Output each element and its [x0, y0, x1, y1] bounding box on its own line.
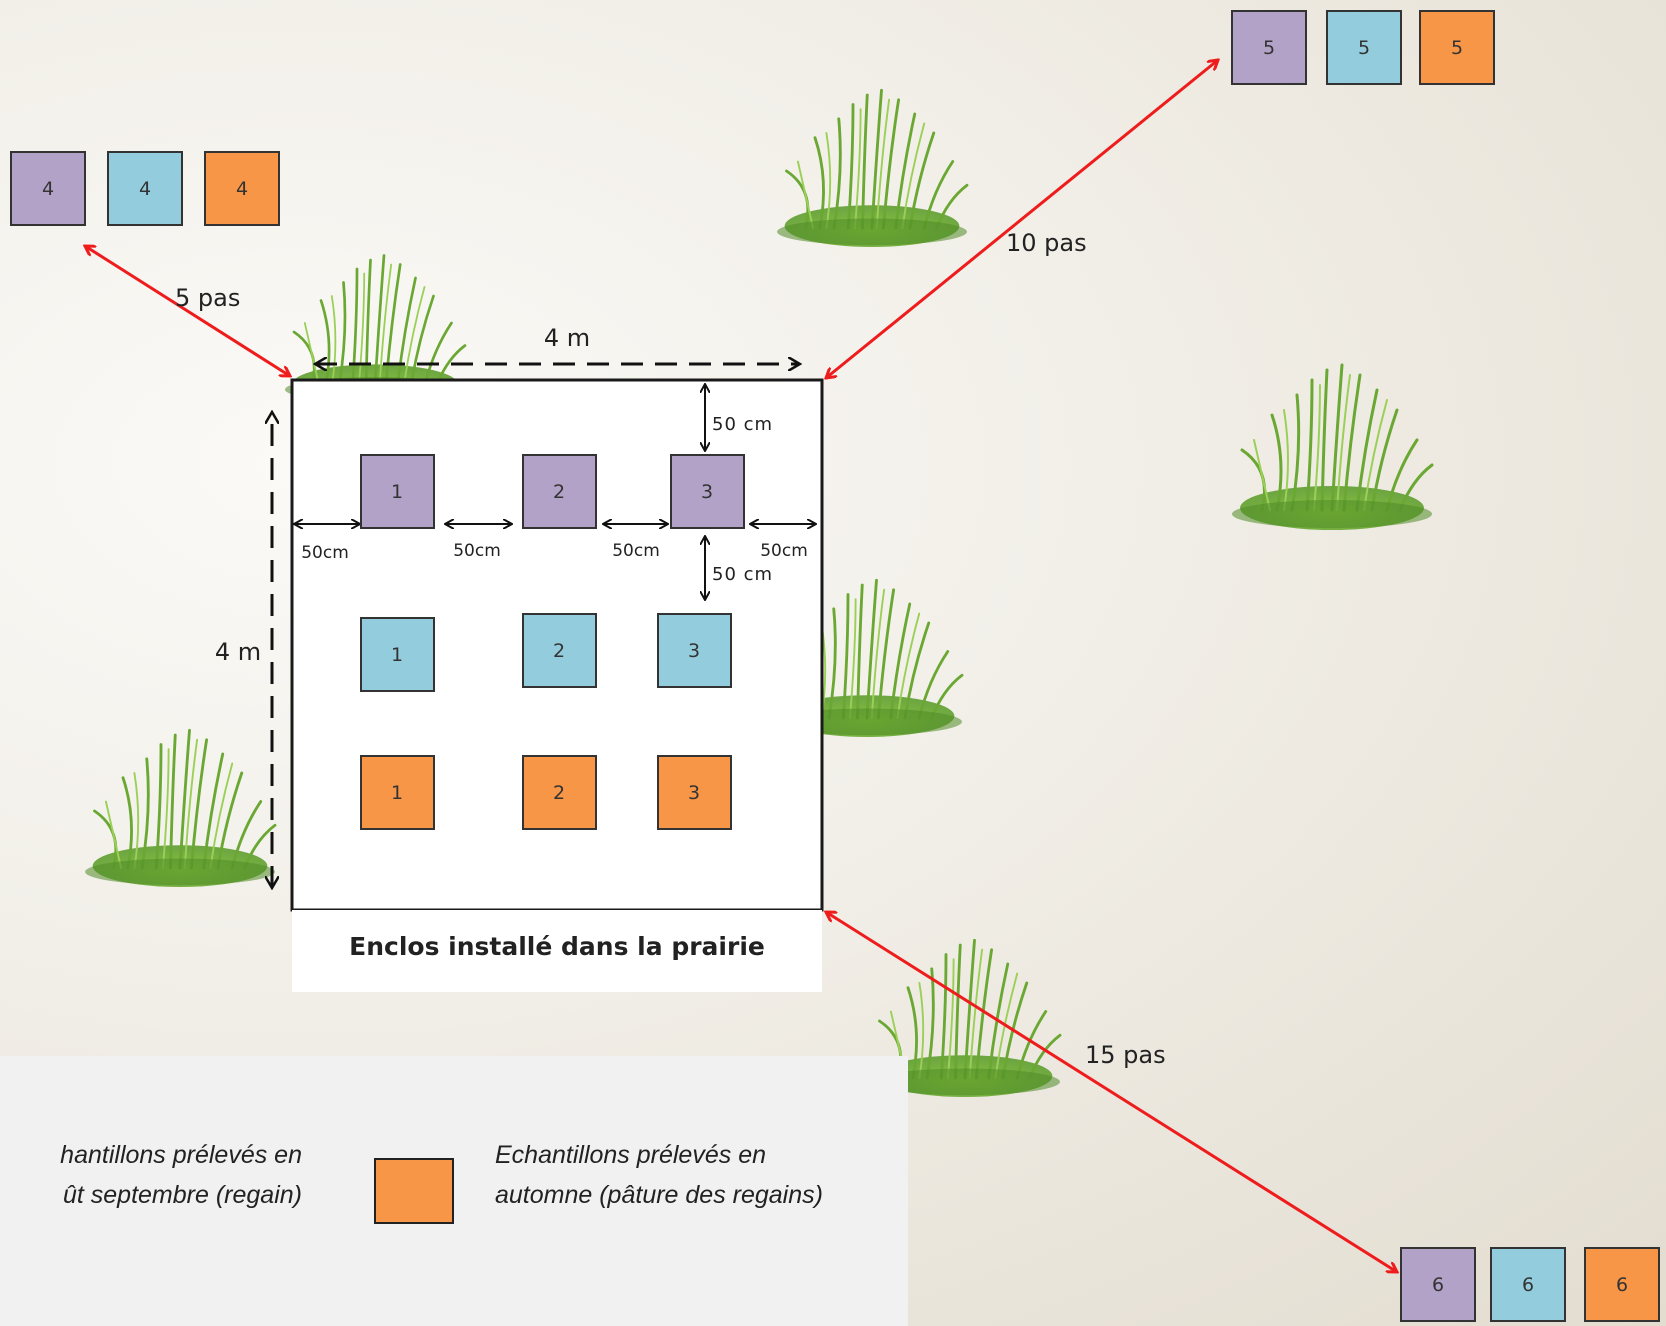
path-label-group-4: 5 pas — [175, 284, 240, 312]
sample-blue-2: 2 — [522, 613, 597, 688]
sample-blue-3: 3 — [657, 613, 732, 688]
svg-text:5: 5 — [1263, 37, 1275, 59]
legend-text-summer-line1: hantillons prélevés en — [60, 1141, 302, 1169]
sample-5-orange: 5 — [1419, 10, 1495, 85]
legend-text-autumn: Echantillons prélevés en automne (pâture… — [495, 1141, 823, 1209]
svg-text:2: 2 — [553, 481, 565, 503]
legend-swatch-orange — [374, 1158, 454, 1224]
grass-tuft-3 — [1230, 363, 1434, 532]
path-arrow-group-4 — [85, 246, 290, 376]
svg-text:3: 3 — [688, 640, 700, 662]
spacing-label-h2: 50cm — [453, 541, 501, 561]
sample-group-4: 4 4 4 — [10, 151, 280, 226]
sample-orange-1: 1 — [360, 755, 435, 830]
enclosure-caption: Enclos installé dans la prairie — [349, 932, 765, 961]
path-arrow-group-6 — [826, 912, 1397, 1272]
grid-purple-row: 1 2 3 — [360, 454, 745, 529]
spacing-label-h4: 50cm — [760, 541, 808, 561]
svg-text:4: 4 — [236, 178, 248, 200]
sample-4-purple: 4 — [10, 151, 86, 226]
sample-5-purple: 5 — [1231, 10, 1307, 85]
grass-tuft-5 — [83, 728, 277, 889]
svg-text:4: 4 — [139, 178, 151, 200]
svg-text:6: 6 — [1616, 1274, 1628, 1296]
svg-text:1: 1 — [391, 782, 403, 804]
legend-panel: hantillons prélevés en ût septembre (reg… — [0, 1056, 908, 1326]
path-label-group-5: 10 pas — [1006, 229, 1087, 257]
sample-6-blue: 6 — [1490, 1247, 1566, 1322]
legend-text-summer-line2: ût septembre (regain) — [62, 1181, 302, 1209]
spacing-label-h1: 50cm — [301, 543, 349, 563]
svg-text:6: 6 — [1522, 1274, 1534, 1296]
svg-text:3: 3 — [701, 481, 713, 503]
grass-tuft-1 — [775, 88, 969, 249]
svg-text:2: 2 — [553, 640, 565, 662]
width-label: 4 m — [544, 324, 590, 352]
sample-6-purple: 6 — [1400, 1247, 1476, 1322]
svg-text:3: 3 — [688, 782, 700, 804]
sample-purple-1: 1 — [360, 454, 435, 529]
sample-blue-1: 1 — [360, 617, 435, 692]
sample-4-orange: 4 — [204, 151, 280, 226]
svg-text:1: 1 — [391, 481, 403, 503]
sample-6-orange: 6 — [1584, 1247, 1660, 1322]
legend-text-summer: hantillons prélevés en ût septembre (reg… — [0, 1135, 302, 1215]
spacing-label-between-rows: 50 cm — [712, 564, 773, 585]
sample-5-blue: 5 — [1326, 10, 1402, 85]
sample-group-5: 5 5 5 — [1231, 10, 1495, 85]
sample-purple-3: 3 — [670, 454, 745, 529]
svg-text:5: 5 — [1451, 37, 1463, 59]
svg-text:5: 5 — [1358, 37, 1370, 59]
svg-text:1: 1 — [391, 644, 403, 666]
spacing-label-h3: 50cm — [612, 541, 660, 561]
svg-text:4: 4 — [42, 178, 54, 200]
grid-blue-row: 1 2 3 — [360, 613, 732, 692]
path-label-group-6: 15 pas — [1085, 1041, 1166, 1069]
sample-group-6: 6 6 6 — [1400, 1247, 1660, 1322]
grid-orange-row: 1 2 3 — [360, 755, 732, 830]
sample-orange-2: 2 — [522, 755, 597, 830]
height-label: 4 m — [215, 638, 261, 666]
sample-4-blue: 4 — [107, 151, 183, 226]
svg-text:6: 6 — [1432, 1274, 1444, 1296]
enclosure-caption-box — [292, 910, 822, 992]
sample-purple-2: 2 — [522, 454, 597, 529]
sample-orange-3: 3 — [657, 755, 732, 830]
svg-text:2: 2 — [553, 782, 565, 804]
spacing-label-top: 50 cm — [712, 414, 773, 435]
path-arrow-group-5 — [826, 60, 1218, 378]
